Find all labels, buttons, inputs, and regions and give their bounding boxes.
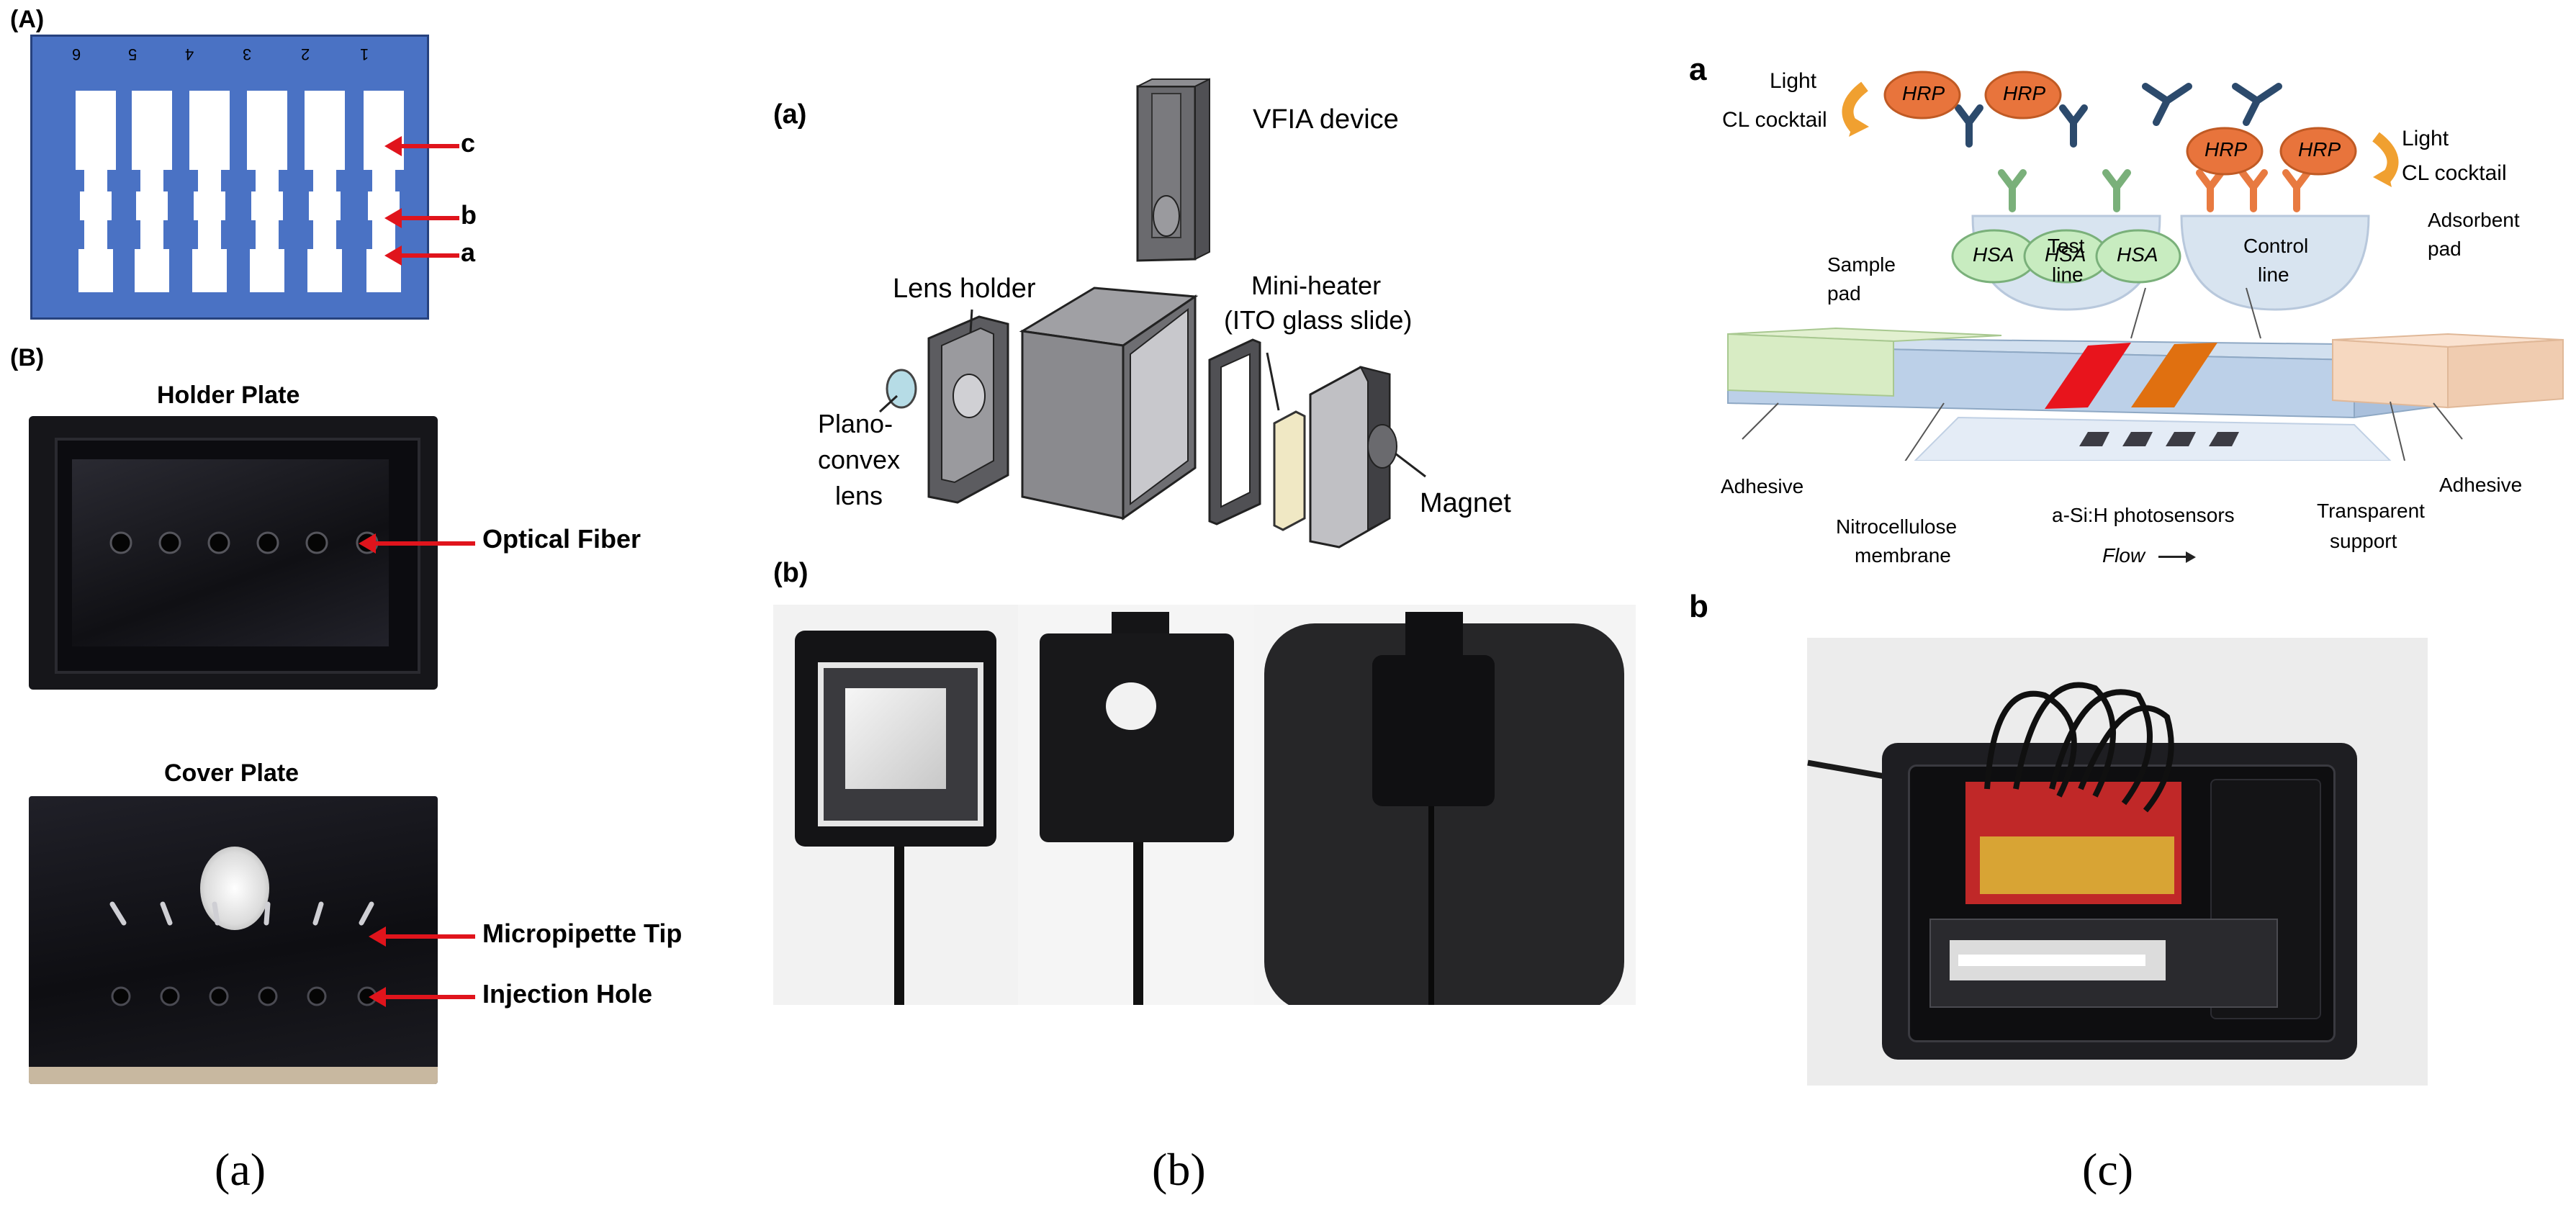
adhesive-left-label: Adhesive xyxy=(1721,475,1804,497)
arrow-a xyxy=(384,245,459,266)
adsorbent-pad-label-1: Adsorbent xyxy=(2428,209,2520,231)
transparent-label-2: support xyxy=(2330,530,2397,552)
subpanel-label-a: (a) xyxy=(773,99,807,130)
flow-arrow-head xyxy=(2186,551,2196,563)
label-b: b xyxy=(461,200,477,230)
lens-holder-shape xyxy=(927,315,1009,504)
magnet-label: Magnet xyxy=(1420,488,1511,518)
arrow-injection xyxy=(369,987,475,1007)
cl-cocktail-right-label: CL cocktail xyxy=(2402,161,2507,185)
reader-photo xyxy=(1807,638,2428,1086)
caption-a: (a) xyxy=(215,1144,266,1195)
adhesive-right-label: Adhesive xyxy=(2439,474,2523,496)
mini-heater-label-2: (ITO glass slide) xyxy=(1224,305,1413,335)
plano-label-1: Plano- xyxy=(818,409,893,438)
vfia-device-label: VFIA device xyxy=(1253,104,1399,135)
vfia-device-shape xyxy=(1136,78,1210,262)
caption-b: (b) xyxy=(1152,1144,1206,1195)
hrp-label: HRP xyxy=(2298,138,2341,161)
subpanel-label-a-c: a xyxy=(1689,52,1707,87)
strip-slot xyxy=(247,91,287,292)
strip-slots-drawing xyxy=(76,91,404,292)
adsorbent-pad-label-2: pad xyxy=(2428,238,2462,260)
window-frame-shape xyxy=(1208,338,1261,525)
photosensors-label: a-Si:H photosensors xyxy=(2052,504,2235,526)
plano-label-3: lens xyxy=(835,481,883,510)
micropipette-label: Micropipette Tip xyxy=(482,919,683,948)
slot-number: 1 xyxy=(360,45,369,63)
slot-number: 2 xyxy=(301,45,310,63)
slot-number: 4 xyxy=(185,45,194,63)
flow-label: Flow xyxy=(2102,544,2145,567)
control-line-label-2: line xyxy=(2258,263,2289,286)
exploded-view-drawing xyxy=(878,78,1426,549)
arrow-b xyxy=(384,208,459,228)
slot-number: 6 xyxy=(72,45,81,63)
fiber-holes xyxy=(109,531,379,554)
device-photo-inside xyxy=(773,605,1018,1005)
slot-number: 5 xyxy=(128,45,138,63)
strip-slot xyxy=(76,91,116,292)
arrow-c xyxy=(384,136,459,156)
sample-pad-label-1: Sample xyxy=(1827,253,1896,276)
strip-slot xyxy=(189,91,230,292)
holder-plate-title: Holder Plate xyxy=(157,382,300,409)
cl-cocktail-left-label: CL cocktail xyxy=(1722,108,1827,132)
holder-plate-photo xyxy=(29,416,438,690)
mini-heater-label-1: Mini-heater xyxy=(1251,271,1382,300)
lens-holder-label: Lens holder xyxy=(893,274,1036,304)
hrp-label: HRP xyxy=(2205,138,2248,161)
test-line-label-2: line xyxy=(2052,263,2084,286)
optical-fiber-label: Optical Fiber xyxy=(482,524,641,554)
caption-c: (c) xyxy=(2082,1144,2134,1195)
arrow-optical-fiber xyxy=(359,533,475,554)
arrow-micropipette xyxy=(369,926,475,947)
reader-wires xyxy=(1984,682,2174,813)
nitro-label-1: Nitrocellulose xyxy=(1836,515,1958,538)
hsa-label: HSA xyxy=(2117,243,2158,266)
injection-hole-label: Injection Hole xyxy=(482,979,653,1009)
magnet-housing-shape xyxy=(1309,366,1397,549)
label-a: a xyxy=(461,238,476,267)
device-photo-front xyxy=(1018,605,1254,1005)
subpanel-label-A: (A) xyxy=(10,6,45,33)
lateral-flow-diagram xyxy=(1727,71,2564,461)
cover-plate-title: Cover Plate xyxy=(164,759,300,787)
light-left-label: Light xyxy=(1770,69,1817,93)
transparent-label-1: Transparent xyxy=(2317,500,2425,522)
nitro-label-2: membrane xyxy=(1855,544,1951,567)
hrp-label: HRP xyxy=(2003,82,2046,104)
device-photo-mounted xyxy=(1254,605,1636,1005)
mini-heater-shape xyxy=(1273,410,1306,531)
subpanel-label-b-c: b xyxy=(1689,589,1708,624)
micropipette-tips xyxy=(109,901,377,1006)
light-right-label: Light xyxy=(2402,127,2449,150)
hsa-label: HSA xyxy=(1973,243,2014,266)
strip-plate xyxy=(30,35,429,320)
hrp-label: HRP xyxy=(1902,82,1945,104)
strip-slot xyxy=(132,91,172,292)
subpanel-label-b: (b) xyxy=(773,558,809,588)
subpanel-label-B: (B) xyxy=(10,344,45,371)
cube-housing-shape xyxy=(1019,287,1199,520)
sample-pad-label-2: pad xyxy=(1827,282,1861,304)
hsa-label: HSA xyxy=(2045,243,2086,266)
plano-label-2: convex xyxy=(818,445,901,474)
control-line-label-1: Control xyxy=(2243,235,2309,257)
test-line-label-1: Test xyxy=(2048,235,2085,257)
label-c: c xyxy=(461,128,476,158)
slot-number: 3 xyxy=(243,45,252,63)
flow-arrow xyxy=(2158,556,2187,558)
strip-slot xyxy=(305,91,345,292)
